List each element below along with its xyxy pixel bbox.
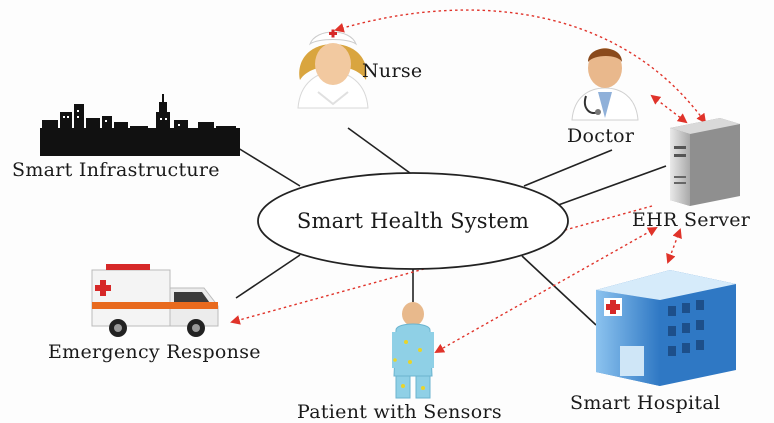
patient-node: Patient with Sensors <box>297 302 502 423</box>
flow-ehr-hospital <box>666 228 682 264</box>
flow-nurse-ehr <box>334 9 707 124</box>
hospital-node: Smart Hospital <box>570 270 736 414</box>
link-hub-hospital <box>521 255 597 326</box>
hub-node: Smart Health System <box>257 172 569 270</box>
ehr-label: EHR Server <box>632 209 751 231</box>
nurse-icon <box>297 29 369 109</box>
infrastructure-label: Smart Infrastructure <box>12 159 220 181</box>
flow-doctor-ehr <box>650 94 688 124</box>
flow-ehr-patient <box>434 227 658 353</box>
city-skyline-icon <box>40 94 240 156</box>
infrastructure-node: Smart Infrastructure <box>12 94 240 181</box>
link-hub-ehr <box>549 165 667 209</box>
hospital-label: Smart Hospital <box>570 392 720 414</box>
hub-label: Smart Health System <box>297 209 529 233</box>
patient-label: Patient with Sensors <box>297 401 502 423</box>
server-tower-icon <box>670 118 740 206</box>
emergency-label: Emergency Response <box>48 341 261 363</box>
nurse-node: Nurse <box>297 29 422 109</box>
doctor-icon <box>571 48 639 121</box>
flow-ehr-emergency <box>230 205 653 325</box>
data-flow-links <box>230 9 707 353</box>
nurse-label: Nurse <box>362 60 422 82</box>
link-hub-emergency <box>235 254 301 299</box>
hub-ellipse <box>257 172 569 270</box>
link-hub-nurse <box>347 127 411 174</box>
doctor-label: Doctor <box>567 125 635 147</box>
patient-sensors-icon <box>392 302 434 399</box>
ambulance-icon <box>91 264 219 337</box>
link-hub-doctor <box>523 149 613 187</box>
link-hub-infrastructure <box>237 147 301 187</box>
ehr-node: EHR Server <box>632 118 751 231</box>
doctor-node: Doctor <box>567 48 639 147</box>
hospital-building-icon <box>596 270 736 386</box>
emergency-node: Emergency Response <box>48 264 261 363</box>
